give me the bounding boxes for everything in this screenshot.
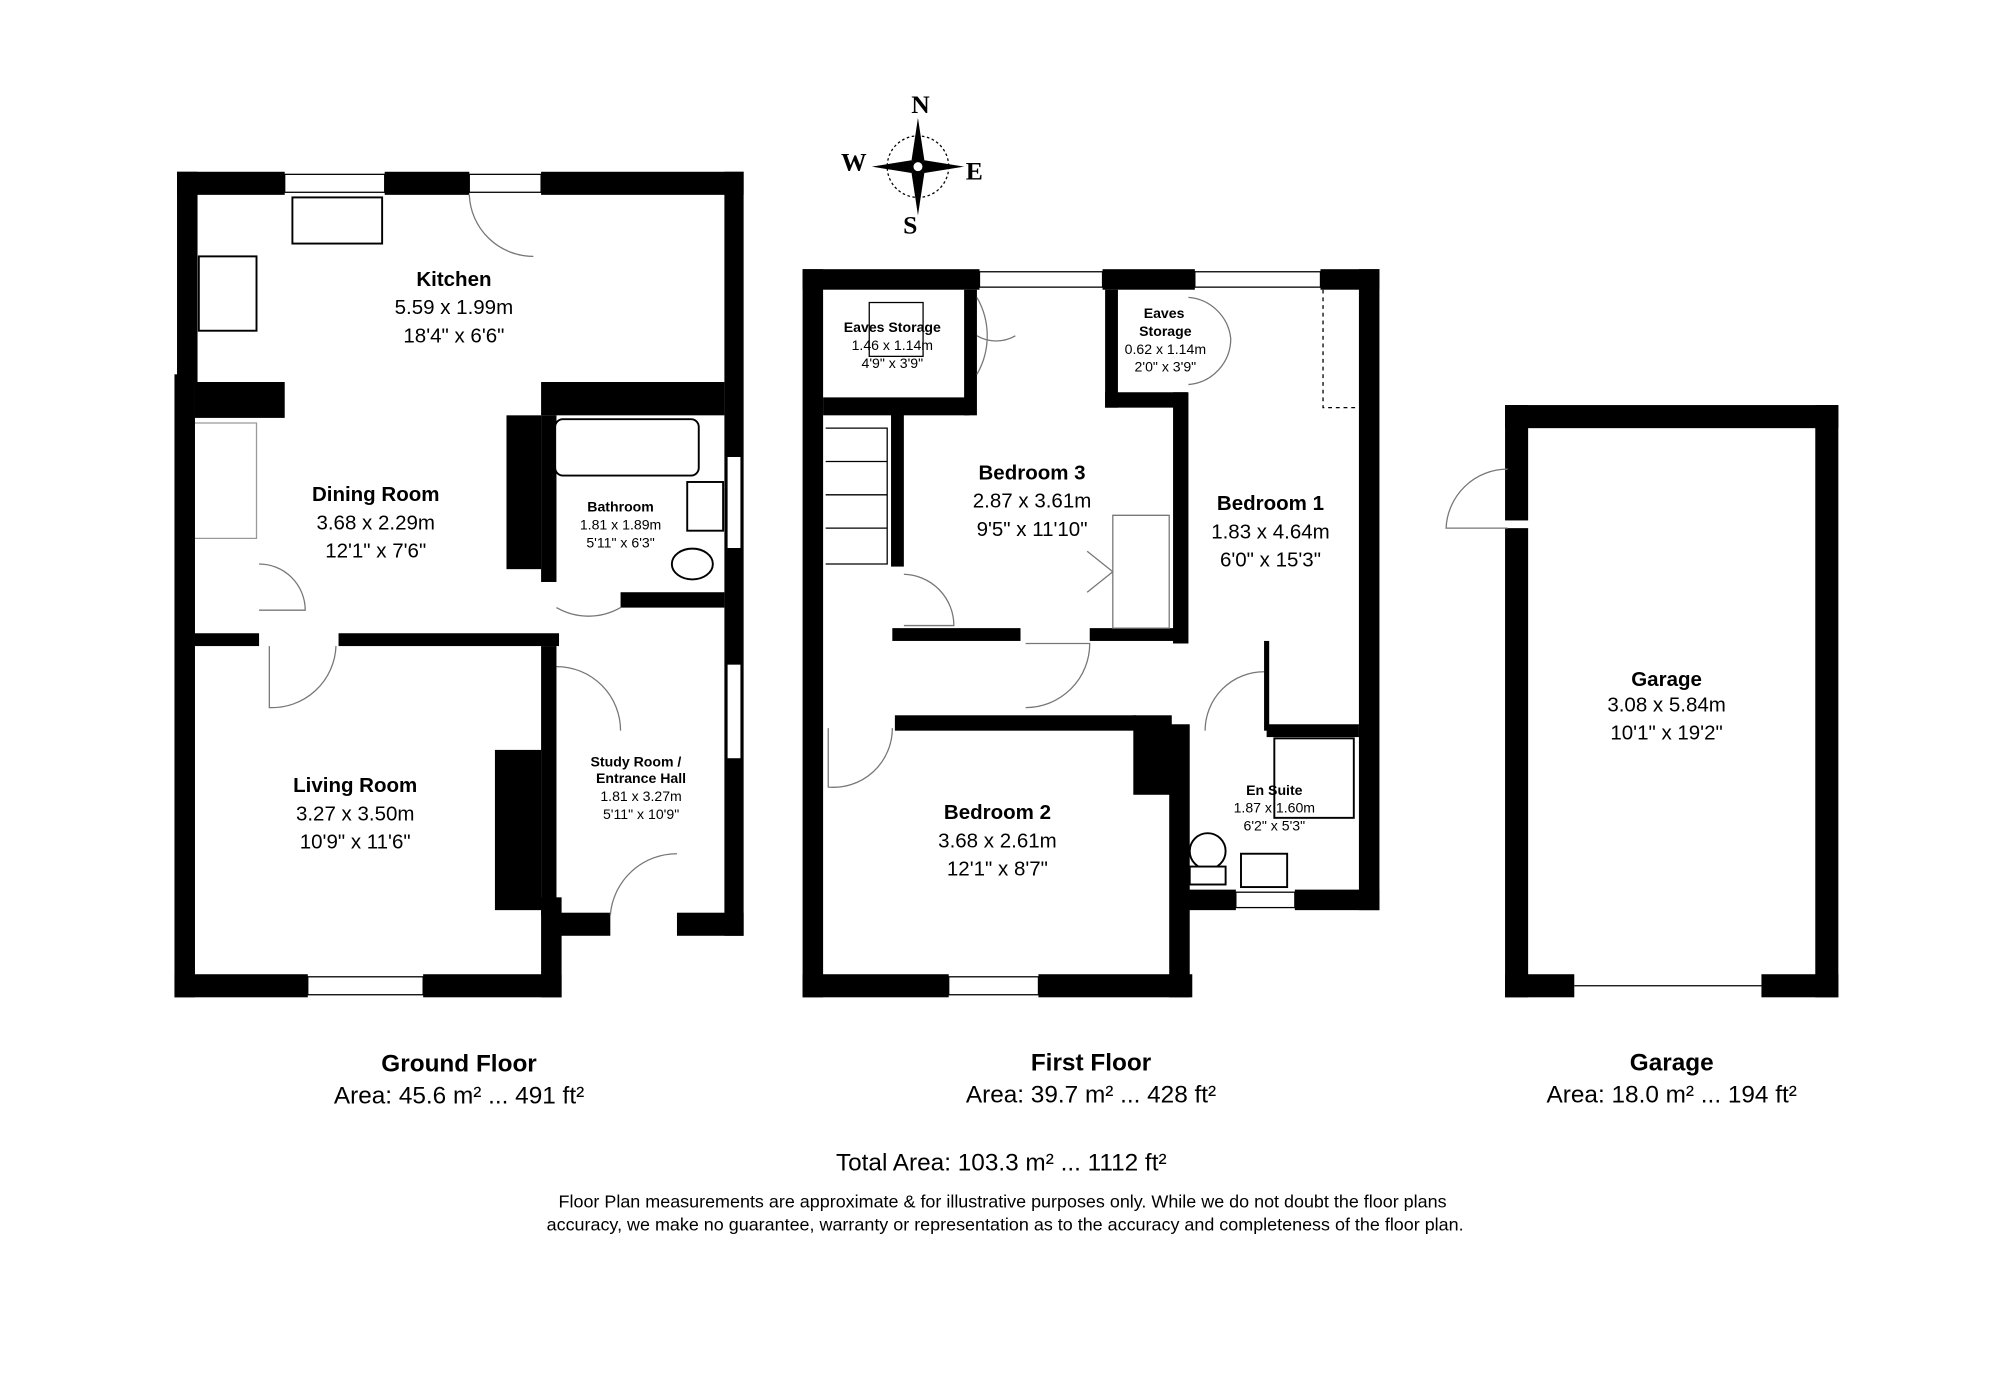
room-metric: 1.81 x 1.89m — [580, 516, 661, 532]
room-name: Bedroom 1 — [1217, 492, 1324, 515]
room-name: Bathroom — [587, 498, 654, 514]
room-metric: 2.87 x 3.61m — [973, 490, 1092, 513]
room-bedroom-3: Bedroom 3 2.87 x 3.61m 9'5" x 11'10" — [973, 461, 1092, 540]
room-imperial: 5'11" x 6'3" — [586, 534, 654, 550]
room-imperial: 6'2" x 5'3" — [1244, 818, 1306, 834]
room-living-room: Living Room 3.27 x 3.50m 10'9" x 11'6" — [293, 774, 417, 853]
room-metric: 3.68 x 2.29m — [316, 511, 435, 534]
room-eaves-storage-2: Eaves Storage 0.62 x 1.14m 2'0" x 3'9" — [1125, 305, 1206, 375]
room-imperial: 2'0" x 3'9" — [1135, 359, 1197, 375]
room-name: Bedroom 2 — [944, 801, 1051, 824]
room-metric: 0.62 x 1.14m — [1125, 341, 1206, 357]
room-bedroom-2: Bedroom 2 3.68 x 2.61m 12'1" x 8'7" — [938, 801, 1057, 880]
room-name: Eaves — [1144, 305, 1185, 321]
room-en-suite: En Suite 1.87 x 1.60m 6'2" x 5'3" — [1234, 782, 1315, 834]
room-metric: 1.87 x 1.60m — [1234, 800, 1315, 816]
compass-n: N — [911, 90, 930, 119]
room-imperial: 4'9" x 3'9" — [862, 355, 924, 371]
first-floor-area: Area: 39.7 m² ... 428 ft² — [966, 1081, 1216, 1108]
room-bedroom-1: Bedroom 1 1.83 x 4.64m 6'0" x 15'3" — [1211, 492, 1330, 571]
total-area: Total Area: 103.3 m² ... 1112 ft² — [836, 1149, 1167, 1176]
room-imperial: 9'5" x 11'10" — [977, 518, 1088, 541]
garage-plan — [1445, 405, 1839, 998]
room-name-line2: Entrance Hall — [596, 770, 686, 786]
room-metric: 1.83 x 4.64m — [1211, 520, 1330, 543]
room-study-entrance-hall: Study Room / Entrance Hall 1.81 x 3.27m … — [591, 754, 687, 823]
room-name-line2: Storage — [1139, 323, 1192, 339]
room-garage: Garage 3.08 x 5.84m 10'1" x 19'2" — [1607, 668, 1726, 745]
room-imperial: 12'1" x 8'7" — [947, 858, 1048, 881]
ground-floor-plan — [174, 171, 744, 998]
room-imperial: 10'9" x 11'6" — [300, 831, 411, 854]
compass-e: E — [966, 156, 983, 185]
disclaimer-line-2: accuracy, we make no guarantee, warranty… — [547, 1215, 1464, 1235]
first-floor-plan — [802, 269, 1380, 998]
room-imperial: 12'1" x 7'6" — [325, 540, 426, 563]
garage-area: Area: 18.0 m² ... 194 ft² — [1547, 1081, 1797, 1108]
room-name: Bedroom 3 — [979, 461, 1086, 484]
room-metric: 3.27 x 3.50m — [296, 802, 415, 825]
room-name: En Suite — [1246, 782, 1303, 798]
room-metric: 1.46 x 1.14m — [852, 337, 933, 353]
first-floor-title: First Floor — [1031, 1049, 1152, 1076]
room-eaves-storage-1: Eaves Storage 1.46 x 1.14m 4'9" x 3'9" — [844, 319, 941, 371]
ground-floor-title: Ground Floor — [381, 1051, 537, 1078]
room-name: Dining Room — [312, 483, 440, 506]
room-dining-room: Dining Room 3.68 x 2.29m 12'1" x 7'6" — [312, 483, 440, 562]
compass-rose-icon: N S E W — [841, 90, 983, 239]
room-name: Living Room — [293, 774, 417, 797]
room-name: Eaves Storage — [844, 319, 941, 335]
garage-title: Garage — [1630, 1049, 1714, 1076]
room-imperial: 6'0" x 15'3" — [1220, 549, 1321, 572]
room-bathroom: Bathroom 1.81 x 1.89m 5'11" x 6'3" — [580, 498, 661, 550]
ground-floor-area: Area: 45.6 m² ... 491 ft² — [334, 1083, 584, 1110]
room-name: Study Room / — [591, 754, 682, 770]
compass-s: S — [903, 210, 917, 239]
disclaimer-line-1: Floor Plan measurements are approximate … — [559, 1192, 1447, 1212]
room-metric: 5.59 x 1.99m — [395, 296, 514, 319]
room-kitchen: Kitchen 5.59 x 1.99m 18'4" x 6'6" — [395, 268, 514, 347]
room-metric: 3.68 x 2.61m — [938, 829, 1057, 852]
room-metric: 1.81 x 3.27m — [600, 788, 681, 804]
compass-w: W — [841, 147, 867, 176]
room-name: Kitchen — [416, 268, 491, 291]
room-imperial: 18'4" x 6'6" — [403, 324, 504, 347]
room-name: Garage — [1631, 668, 1702, 691]
room-imperial: 5'11" x 10'9" — [603, 806, 679, 822]
room-metric: 3.08 x 5.84m — [1607, 693, 1726, 716]
room-imperial: 10'1" x 19'2" — [1610, 722, 1722, 745]
